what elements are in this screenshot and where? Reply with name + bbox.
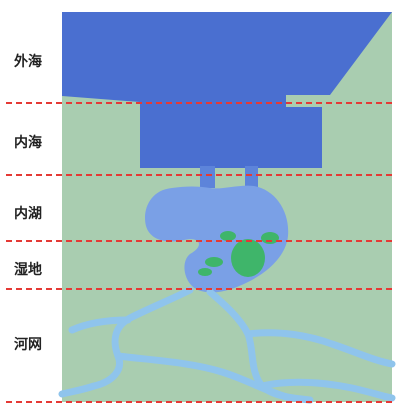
zone-dividers	[6, 102, 396, 403]
river-branch-right-low	[258, 378, 396, 402]
wetland-island-top	[220, 231, 236, 241]
wetland-island-top-right	[261, 232, 279, 244]
river-branch-right	[244, 329, 396, 368]
river-main-right	[206, 288, 314, 404]
wetland-island-large	[231, 239, 265, 277]
zone-label-inner-sea: 内海	[14, 135, 42, 151]
outer-sea	[62, 12, 392, 168]
zone-label-wetland: 湿地	[14, 262, 42, 278]
channel-left	[200, 166, 215, 188]
wetland-island-left	[205, 257, 223, 267]
wetland-island-small	[198, 268, 212, 276]
zone-label-river-network: 河网	[14, 337, 42, 353]
zone-label-outer-sea: 外海	[14, 54, 42, 70]
channel-right	[245, 166, 258, 188]
zone-label-inner-lake: 内湖	[14, 206, 42, 222]
river-network	[58, 286, 396, 404]
river-branch-far-left	[68, 316, 132, 334]
